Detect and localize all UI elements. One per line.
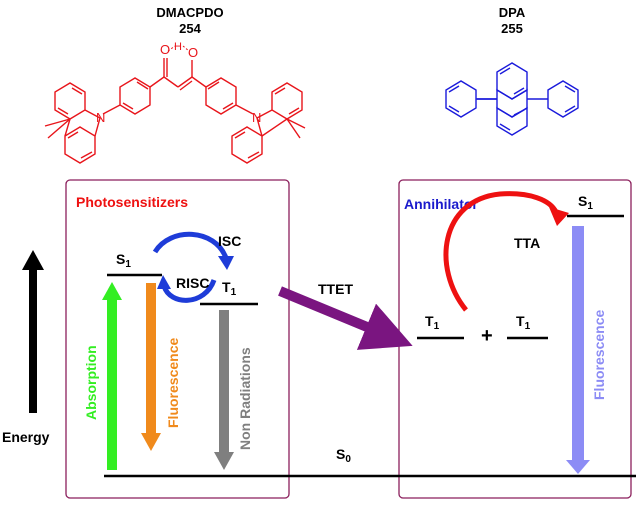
t1a-label: T1 <box>425 313 440 332</box>
dpa-structure <box>445 62 579 136</box>
s1-label-left: S1 <box>116 251 131 270</box>
ttet-arrow <box>278 286 413 350</box>
hydrogen-bond <box>167 45 190 52</box>
isc-label: ISC <box>218 233 241 249</box>
tta-arrow-head <box>549 207 569 226</box>
fluorescence-right-label: Fluorescence <box>591 310 607 400</box>
fluorescence-right-head <box>566 460 590 474</box>
sensitizer-number: 254 <box>179 21 201 36</box>
oxygen-left: O <box>160 42 170 57</box>
dmacpdo-structure <box>44 58 306 164</box>
non-rad-arrow-shaft <box>219 310 229 454</box>
nitrogen-left: N <box>96 110 105 125</box>
tta-arrow <box>443 191 559 312</box>
annihilator-number: 255 <box>501 21 523 36</box>
t1-label-left: T1 <box>222 279 237 298</box>
annihilator-name: DPA <box>499 5 526 20</box>
non-rad-label: Non Radiations <box>237 347 253 450</box>
t1b-label: T1 <box>516 313 531 332</box>
risc-arrow-head <box>157 275 171 289</box>
photosensitizers-title: Photosensitizers <box>76 194 188 210</box>
sensitizer-name: DMACPDO <box>156 5 223 20</box>
s1-label-right: S1 <box>578 193 593 212</box>
photosensitizer-box <box>65 179 290 499</box>
risc-label: RISC <box>176 275 209 291</box>
dmacpdo-atom-labels: O H O N N <box>96 41 261 125</box>
fluorescence-left-shaft <box>146 283 156 435</box>
absorption-label: Absorption <box>83 345 99 420</box>
oxygen-right: O <box>188 45 198 60</box>
non-rad-arrow-head <box>214 452 234 470</box>
nitrogen-right: N <box>252 110 261 125</box>
hydrogen: H <box>174 41 182 53</box>
annihilator-title: Annihilator <box>404 196 478 212</box>
s0-label: S0 <box>336 446 351 465</box>
isc-arrow <box>152 231 229 260</box>
risc-arrow <box>161 278 217 303</box>
energy-arrow-head <box>22 250 44 270</box>
tta-label: TTA <box>514 235 540 251</box>
absorption-arrow-shaft <box>107 298 117 470</box>
absorption-arrow-head <box>102 282 122 300</box>
plus-sign: + <box>481 325 493 347</box>
fluorescence-right-shaft <box>572 226 584 462</box>
energy-label: Energy <box>2 429 50 445</box>
isc-arrow-head <box>218 256 234 270</box>
fluorescence-left-head <box>141 433 161 451</box>
ttet-label: TTET <box>318 281 353 297</box>
fluorescence-left-label: Fluorescence <box>165 338 181 428</box>
